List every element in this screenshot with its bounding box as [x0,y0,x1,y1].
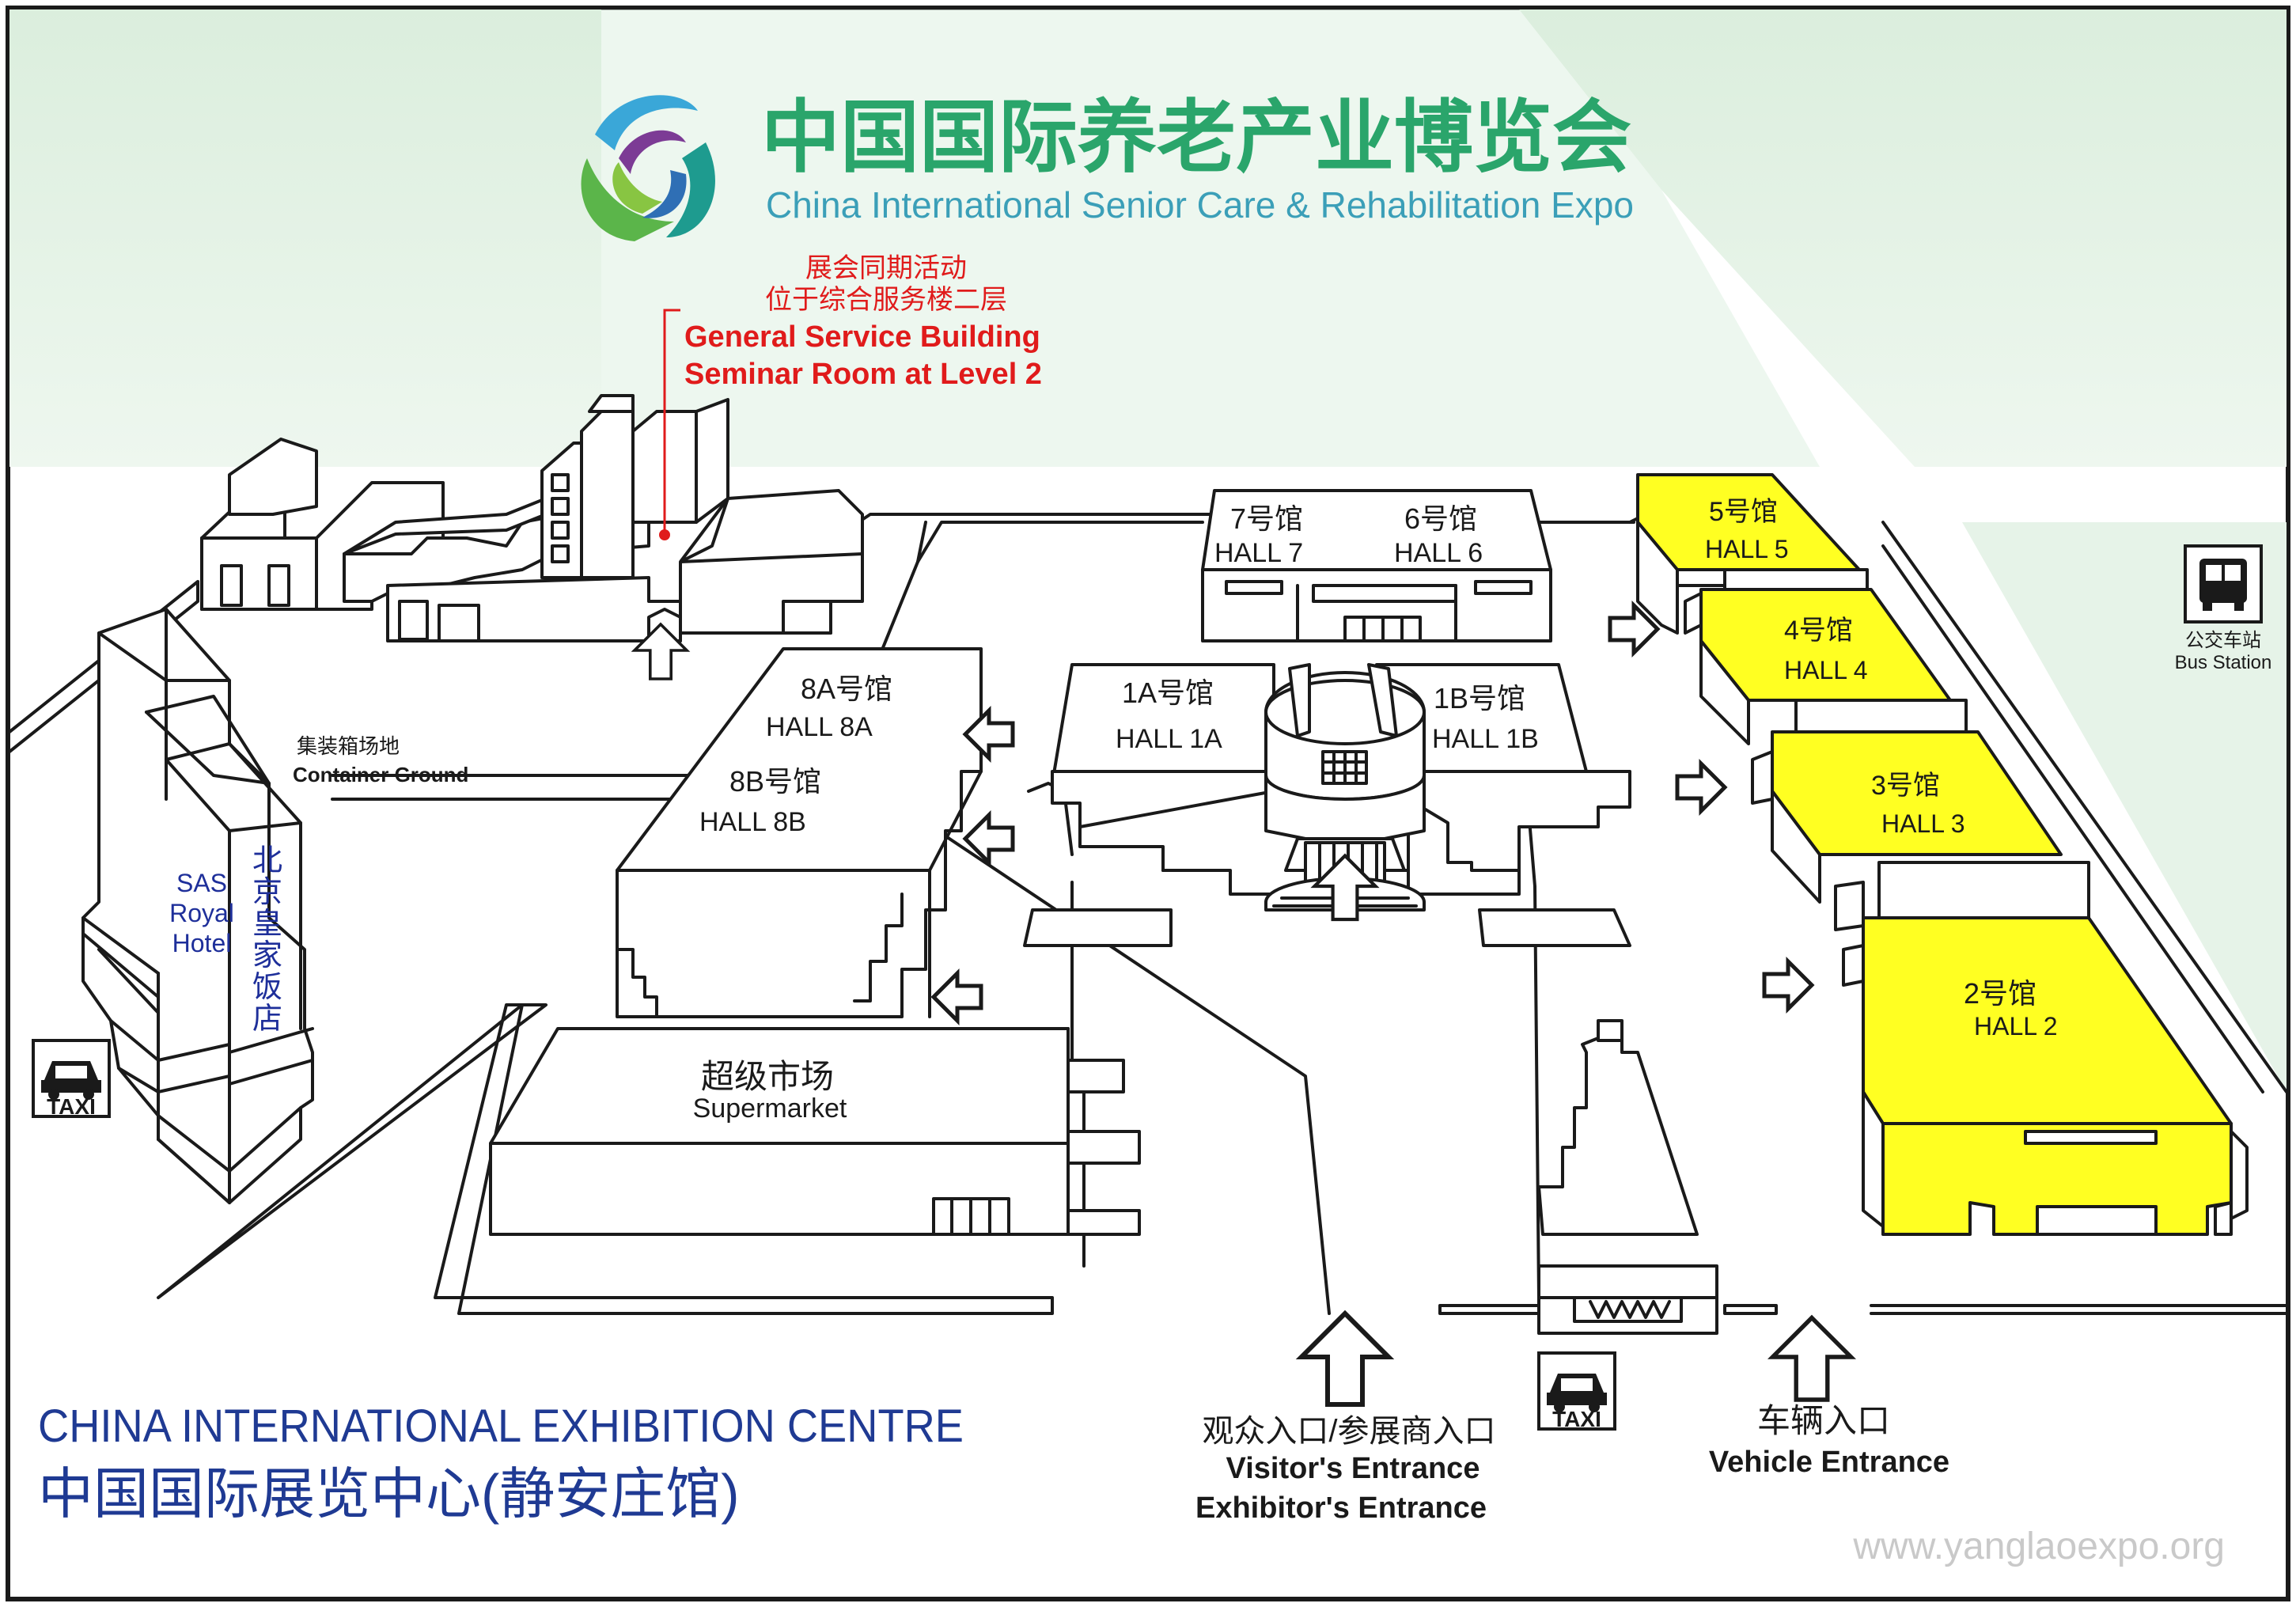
hall-3-en: HALL 3 [1881,809,1965,838]
taxi-label-entrance: TAXI [1552,1407,1601,1431]
venue-name-en: CHINA INTERNATIONAL EXHIBITION CENTRE [38,1400,964,1452]
seminar-cn-line2: 位于综合服务楼二层 [765,285,1007,315]
hall-5-en: HALL 5 [1705,535,1789,563]
map-frame [6,6,2290,1601]
hotel-cn-char: 北 [252,844,282,877]
hall-4-cn: 4号馆 [1784,616,1853,646]
hall-8a-en: HALL 8A [766,712,873,742]
bus-icon [2184,544,2263,623]
hall-6-en: HALL 6 [1394,538,1483,568]
hall-7-cn: 7号馆 [1230,502,1303,535]
hall-1a-en: HALL 1A [1116,724,1222,754]
hotel-en-line3: Hotel [172,929,232,957]
seminar-en-line2: Seminar Room at Level 2 [684,358,1042,391]
supermarket-building [489,1027,1141,1236]
hall-1-building [1023,663,1631,947]
green-area-top [601,9,1820,467]
title-en: China International Senior Care & Rehabi… [766,184,1634,226]
taxi-label-left: TAXI [47,1094,96,1119]
seminar-en-line1: General Service Building [684,320,1040,354]
hotel-cn-char: 家 [252,939,282,972]
hall-7-en: HALL 7 [1214,538,1303,568]
hotel-cn-char: 店 [252,1002,282,1036]
exhibitor-entrance-en: Exhibitor's Entrance [1195,1491,1487,1525]
seminar-cn-line1: 展会同期活动 [805,253,967,283]
title-cn: 中国国际养老产业博览会 [761,93,1631,182]
hall-2-en: HALL 2 [1974,1012,2058,1040]
hall-8b-cn: 8B号馆 [729,765,821,798]
hotel-cn-char: 饭 [252,971,282,1004]
vehicle-entrance-cn: 车辆入口 [1757,1402,1890,1439]
hall-8a-cn: 8A号馆 [801,673,892,705]
supermarket-en: Supermarket [693,1093,847,1124]
visitor-entrance-en: Visitor's Entrance [1226,1452,1480,1485]
venue-name-cn: 中国国际展览中心(静安庄馆) [38,1463,740,1525]
hall-5-cn: 5号馆 [1709,497,1778,527]
hall-1a-cn: 1A号馆 [1122,677,1214,709]
entrance-structures [1537,1019,1718,1335]
green-area-top-right [9,9,2287,467]
hall-3-cn: 3号馆 [1871,771,1940,801]
seminar-marker [659,309,680,540]
container-ground-cn: 集装箱场地 [297,734,400,758]
hotel-en-line1: SAS [176,869,227,897]
green-area-top-left [9,9,601,467]
website-url[interactable]: www.yanglaoexpo.org [1852,1526,2225,1567]
container-ground-en: Container Ground [293,763,468,786]
bus-station-en: Bus Station [2175,652,2272,673]
visitor-entrance-cn: 观众入口/参展商入口 [1202,1414,1495,1449]
hotel-cn-char: 京 [252,876,282,909]
green-area-right [1962,522,2287,1092]
halls-2-to-5 [1636,473,2249,1236]
expo-logo [581,95,715,241]
hall-4-en: HALL 4 [1784,656,1868,684]
bus-station-cn: 公交车站 [2185,630,2261,651]
hotel-cn-vertical: 北 京 皇 家 饭 店 [252,844,282,1036]
vehicle-entrance-en: Vehicle Entrance [1709,1446,1949,1479]
hall-7-6-building [1201,489,1552,642]
supermarket-cn: 超级市场 [701,1058,834,1095]
hall-8-building [616,647,983,1018]
hall-8b-en: HALL 8B [699,807,806,837]
hall-6-cn: 6号馆 [1404,502,1477,535]
hotel-cn-char: 皇 [252,908,282,941]
hall-2-cn: 2号馆 [1964,977,2036,1010]
sas-royal-hotel [81,608,314,1204]
hall-1b-en: HALL 1B [1432,724,1539,754]
hall-1b-cn: 1B号馆 [1434,682,1525,714]
hotel-en-line2: Royal [169,899,234,927]
general-service-building [200,394,864,642]
